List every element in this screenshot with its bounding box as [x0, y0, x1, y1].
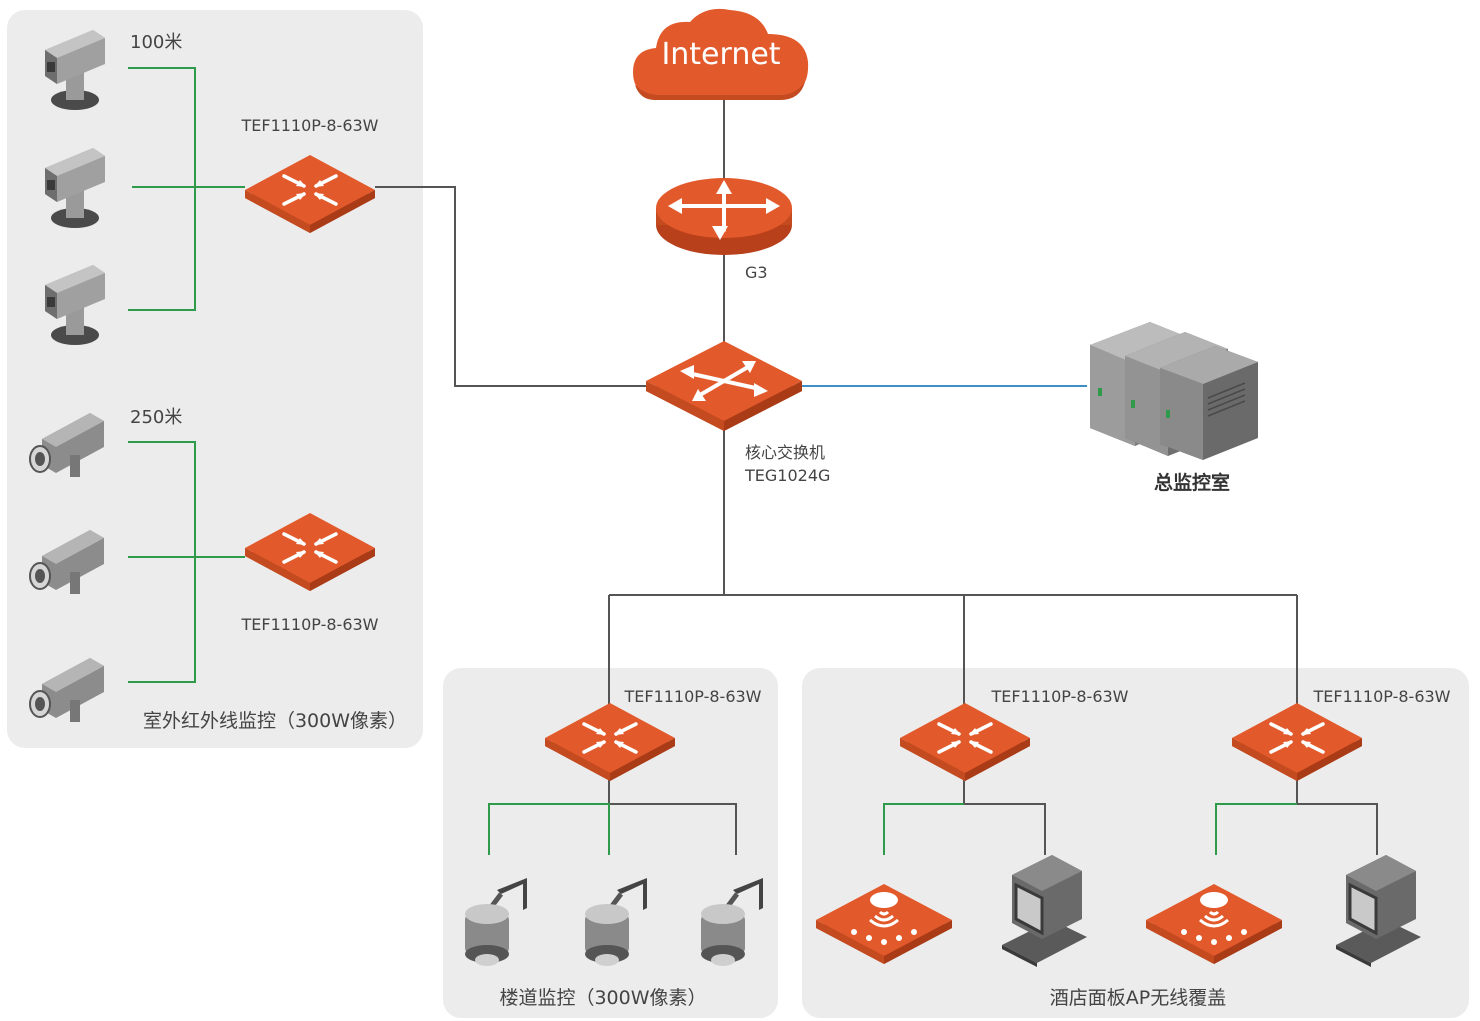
corridor-switch-label: TEF1110P-8-63W: [623, 687, 761, 706]
access-links: [128, 67, 1297, 855]
outdoor-title: 室外红外线监控（300W像素）: [143, 710, 407, 732]
hotel-switch-1-label: TEF1110P-8-63W: [990, 687, 1128, 706]
hotel-switch-2-label: TEF1110P-8-63W: [1312, 687, 1450, 706]
router-icon: [656, 178, 792, 255]
hotel-title: 酒店面板AP无线覆盖: [1050, 987, 1226, 1009]
server-room-label: 总监控室: [1154, 471, 1230, 494]
core-switch-label-2: TEG1024G: [744, 466, 830, 485]
backbone-links: [375, 95, 1378, 855]
internet-label: Internet: [661, 37, 780, 72]
server-rack-icon: [1090, 322, 1258, 460]
outdoor-switch-1-label: TEF1110P-8-63W: [240, 116, 378, 135]
distance-label-100: 100米: [130, 32, 182, 53]
router-label: G3: [745, 263, 768, 282]
cloud-icon: [633, 8, 809, 100]
distance-label-250: 250米: [130, 407, 182, 428]
outdoor-switch-2-label: TEF1110P-8-63W: [240, 615, 378, 634]
corridor-panel: [443, 668, 778, 1018]
core-switch-label-1: 核心交换机: [745, 443, 825, 462]
switch-icon: [646, 341, 802, 431]
corridor-title: 楼道监控（300W像素）: [499, 987, 706, 1009]
